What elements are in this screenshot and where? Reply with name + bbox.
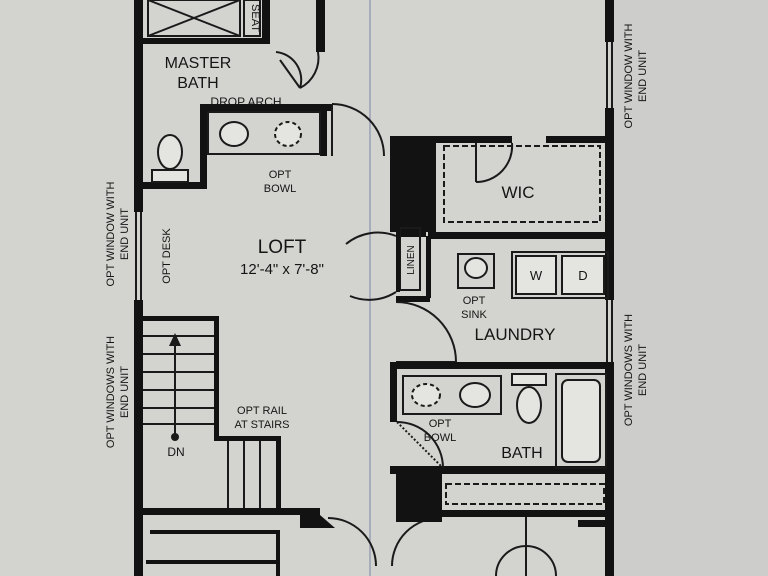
opt-bowl-master-line1: OPT xyxy=(269,169,292,181)
opt-bowl-bath-line2: BOWL xyxy=(424,432,456,444)
lower-walls xyxy=(146,515,335,576)
loft-label: LOFT xyxy=(258,237,307,258)
down-label: DN xyxy=(167,445,184,459)
washer-label: W xyxy=(530,268,543,283)
linen-label: LINEN xyxy=(406,245,417,274)
exterior-walls xyxy=(134,0,614,576)
window-right-upper-line2: END UNIT xyxy=(637,50,649,102)
opt-desk-label: OPT DESK xyxy=(161,228,173,284)
window-left-upper-line1: OPT WINDOW WITH xyxy=(105,182,117,287)
bath-walls xyxy=(390,362,608,474)
wic-label: WIC xyxy=(501,183,534,202)
opt-rail-line2: AT STAIRS xyxy=(234,419,289,431)
opt-sink-line1: OPT xyxy=(463,295,486,307)
master-vanity xyxy=(207,111,321,155)
room-labels: MASTER BATH DROP ARCH SEAT LOFT 12'-4" x… xyxy=(105,4,649,462)
master-bath-label-line1: MASTER xyxy=(165,55,232,72)
opt-sink-line2: SINK xyxy=(461,309,487,321)
shower xyxy=(147,0,261,37)
window-right-upper-line1: OPT WINDOW WITH xyxy=(623,24,635,129)
laundry-label: LAUNDRY xyxy=(475,325,556,344)
opt-rail-line1: OPT RAIL xyxy=(237,405,287,417)
paper-edge-shade xyxy=(610,0,768,576)
window-right-lower-line1: OPT WINDOWS WITH xyxy=(623,314,635,426)
window-left-upper-line2: END UNIT xyxy=(119,208,131,260)
opt-bowl-bath-line1: OPT xyxy=(429,418,452,430)
master-toilet xyxy=(151,134,189,183)
master-doors xyxy=(275,51,385,157)
window-openings xyxy=(135,42,613,362)
drop-arch-label: DROP ARCH xyxy=(210,95,281,109)
wic-shelving xyxy=(443,142,601,223)
window-right-lower-line2: END UNIT xyxy=(637,344,649,396)
wic-walls xyxy=(390,136,608,239)
dryer-label: D xyxy=(578,268,587,283)
window-left-lower-line2: END UNIT xyxy=(119,366,131,418)
lower-closet xyxy=(396,474,608,576)
window-left-lower-line1: OPT WINDOWS WITH xyxy=(105,336,117,448)
laundry-walls xyxy=(395,236,609,363)
bath-label: BATH xyxy=(501,445,542,462)
linen-closet xyxy=(345,227,421,301)
stairs xyxy=(140,316,320,515)
seat-label: SEAT xyxy=(249,4,261,32)
loft-dimensions: 12'-4" x 7'-8" xyxy=(240,261,324,278)
master-bath-walls xyxy=(140,0,332,189)
master-bath-label-line2: BATH xyxy=(177,75,218,92)
opt-bowl-master-line2: BOWL xyxy=(264,183,296,195)
